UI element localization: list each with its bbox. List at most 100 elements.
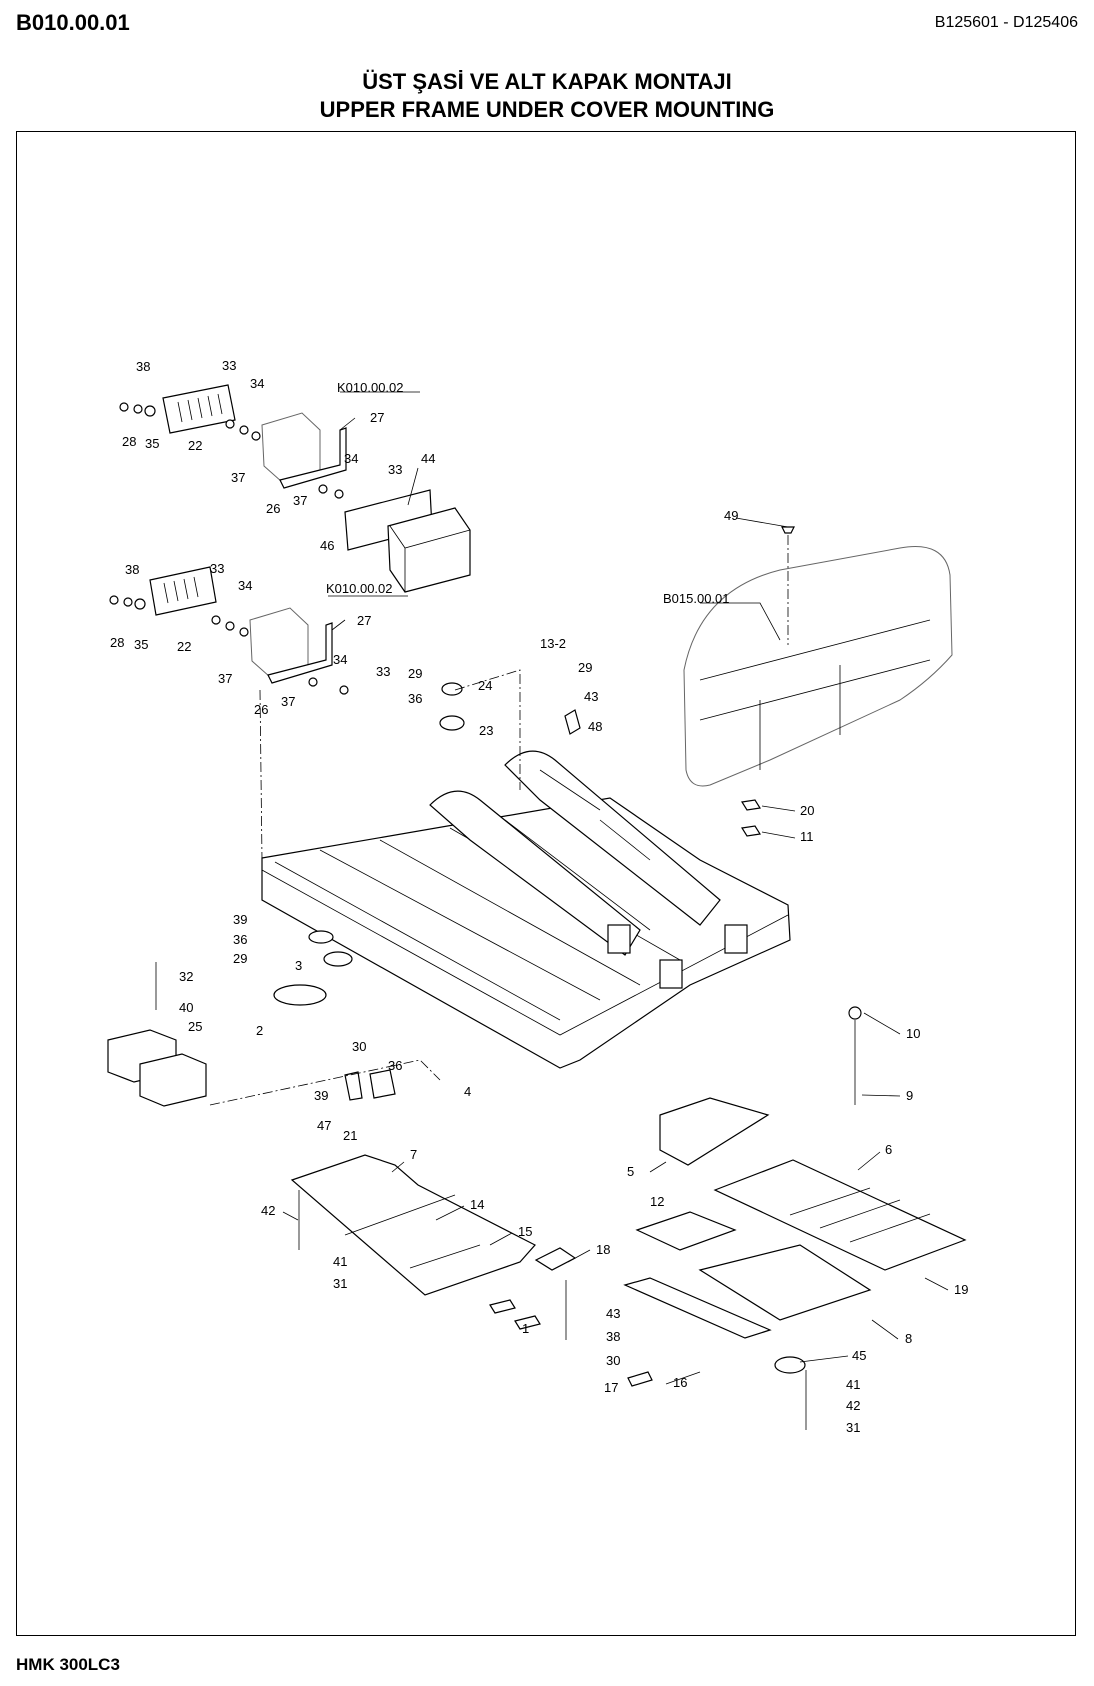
box-44-edges [389,525,471,592]
label-22a: 22 [188,438,202,453]
label-31b: 31 [846,1420,860,1435]
washer-37c [225,621,235,631]
bolt-28a [119,402,129,412]
label-3: 3 [295,958,302,973]
plate-1b [514,1315,541,1330]
grille-22b [149,566,217,616]
label-41a: 41 [333,1254,347,1269]
grommet-2 [273,984,327,1006]
label-34b: 34 [344,451,358,466]
label-20: 20 [800,803,814,818]
grommet-3a [308,930,334,944]
label-11: 11 [800,829,814,844]
label-4: 4 [464,1084,471,1099]
label-37b: 37 [293,493,307,508]
title-english: UPPER FRAME UNDER COVER MOUNTING [319,97,775,122]
cover-19-slots [789,1187,931,1243]
label-40: 40 [179,1000,193,1015]
plate-48 [564,709,581,735]
label-37d: 37 [281,694,295,709]
label-33a: 33 [222,358,236,373]
label-48: 48 [588,719,602,734]
cover-16 [623,1277,772,1339]
label-21: 21 [343,1128,357,1143]
bracket-26b [267,622,333,684]
washer-34b [318,484,328,494]
washer-35a [133,404,143,414]
drawing-title: ÜST ŞASİ VE ALT KAPAK MONTAJI UPPER FRAM… [0,68,1094,124]
label-23: 23 [479,723,493,738]
plate-1a [489,1299,516,1314]
label-29b: 29 [578,660,592,675]
cover-7-seams [344,1194,481,1269]
label-22b: 22 [177,639,191,654]
washer-10 [848,1006,862,1020]
left-lower-parts [107,669,862,1107]
label-38c: 38 [606,1329,620,1344]
nut-33d [339,685,349,695]
bracket-26a [279,427,347,489]
label-45: 45 [852,1348,866,1363]
label-24: 24 [478,678,492,693]
label-46: 46 [320,538,334,553]
bolt-49 [781,526,795,534]
box-44 [387,507,471,593]
label-36a: 36 [408,691,422,706]
cover-18 [534,1247,577,1271]
post-mid [659,959,683,989]
label-1: 1 [522,1321,529,1336]
label-34a: 34 [250,376,264,391]
serial-range: B125601 - D125406 [934,14,1078,31]
nut-33a [225,419,235,429]
nut-33c [211,615,221,625]
label-26b: 26 [254,702,268,717]
washer-37a [239,425,249,435]
clamp-47 [344,1071,363,1101]
leaders-left [209,669,521,1106]
washer-34d [308,677,318,687]
label-38b: 38 [125,562,139,577]
lower-lamp-assembly [109,566,349,695]
drawing-code: B010.00.01 [16,10,130,35]
label-34d: 34 [333,652,347,667]
label-14: 14 [470,1197,484,1212]
label-37c: 37 [218,671,232,686]
label-18: 18 [596,1242,610,1257]
main-frame-4 [261,682,791,1069]
label-12: 12 [650,1194,664,1209]
callout-labels: 38 33 34 K010.00.02 27 28 35 22 37 34 3 3… [110,358,968,1435]
washer-34c [239,627,249,637]
label-ref-k010-a: K010.00.02 [337,380,404,395]
label-42b: 42 [846,1398,860,1413]
label-41b: 41 [846,1377,860,1392]
washer-38b [134,598,146,610]
label-17: 17 [604,1380,618,1395]
drawing-frame [16,131,1076,1636]
label-38a: 38 [136,359,150,374]
label-8: 8 [905,1331,912,1346]
gasket-45 [774,1356,806,1374]
post-left [607,924,631,954]
label-27b: 27 [357,613,371,628]
cover-7-14-15 [290,1154,536,1296]
frame-members [261,827,789,1036]
cover-12 [635,1211,737,1251]
bolt-28b [109,595,119,605]
label-ref-b015: B015.00.01 [663,591,730,606]
counterweight-b015 [683,546,953,787]
nut-33b [334,489,344,499]
shim-20 [741,799,761,811]
label-28b: 28 [110,635,124,650]
label-ref-k010-b: K010.00.02 [326,581,393,596]
label-25: 25 [188,1019,202,1034]
shim-11 [741,825,761,837]
cover-6-19 [713,1159,967,1271]
clamp-21 [369,1069,396,1099]
label-39a: 39 [233,912,247,927]
label-15: 15 [518,1224,532,1239]
leader-lines [282,391,949,1385]
label-39b: 39 [314,1088,328,1103]
counterweight-lines [699,619,931,770]
label-35a: 35 [145,436,159,451]
battery-25b [139,1053,207,1107]
